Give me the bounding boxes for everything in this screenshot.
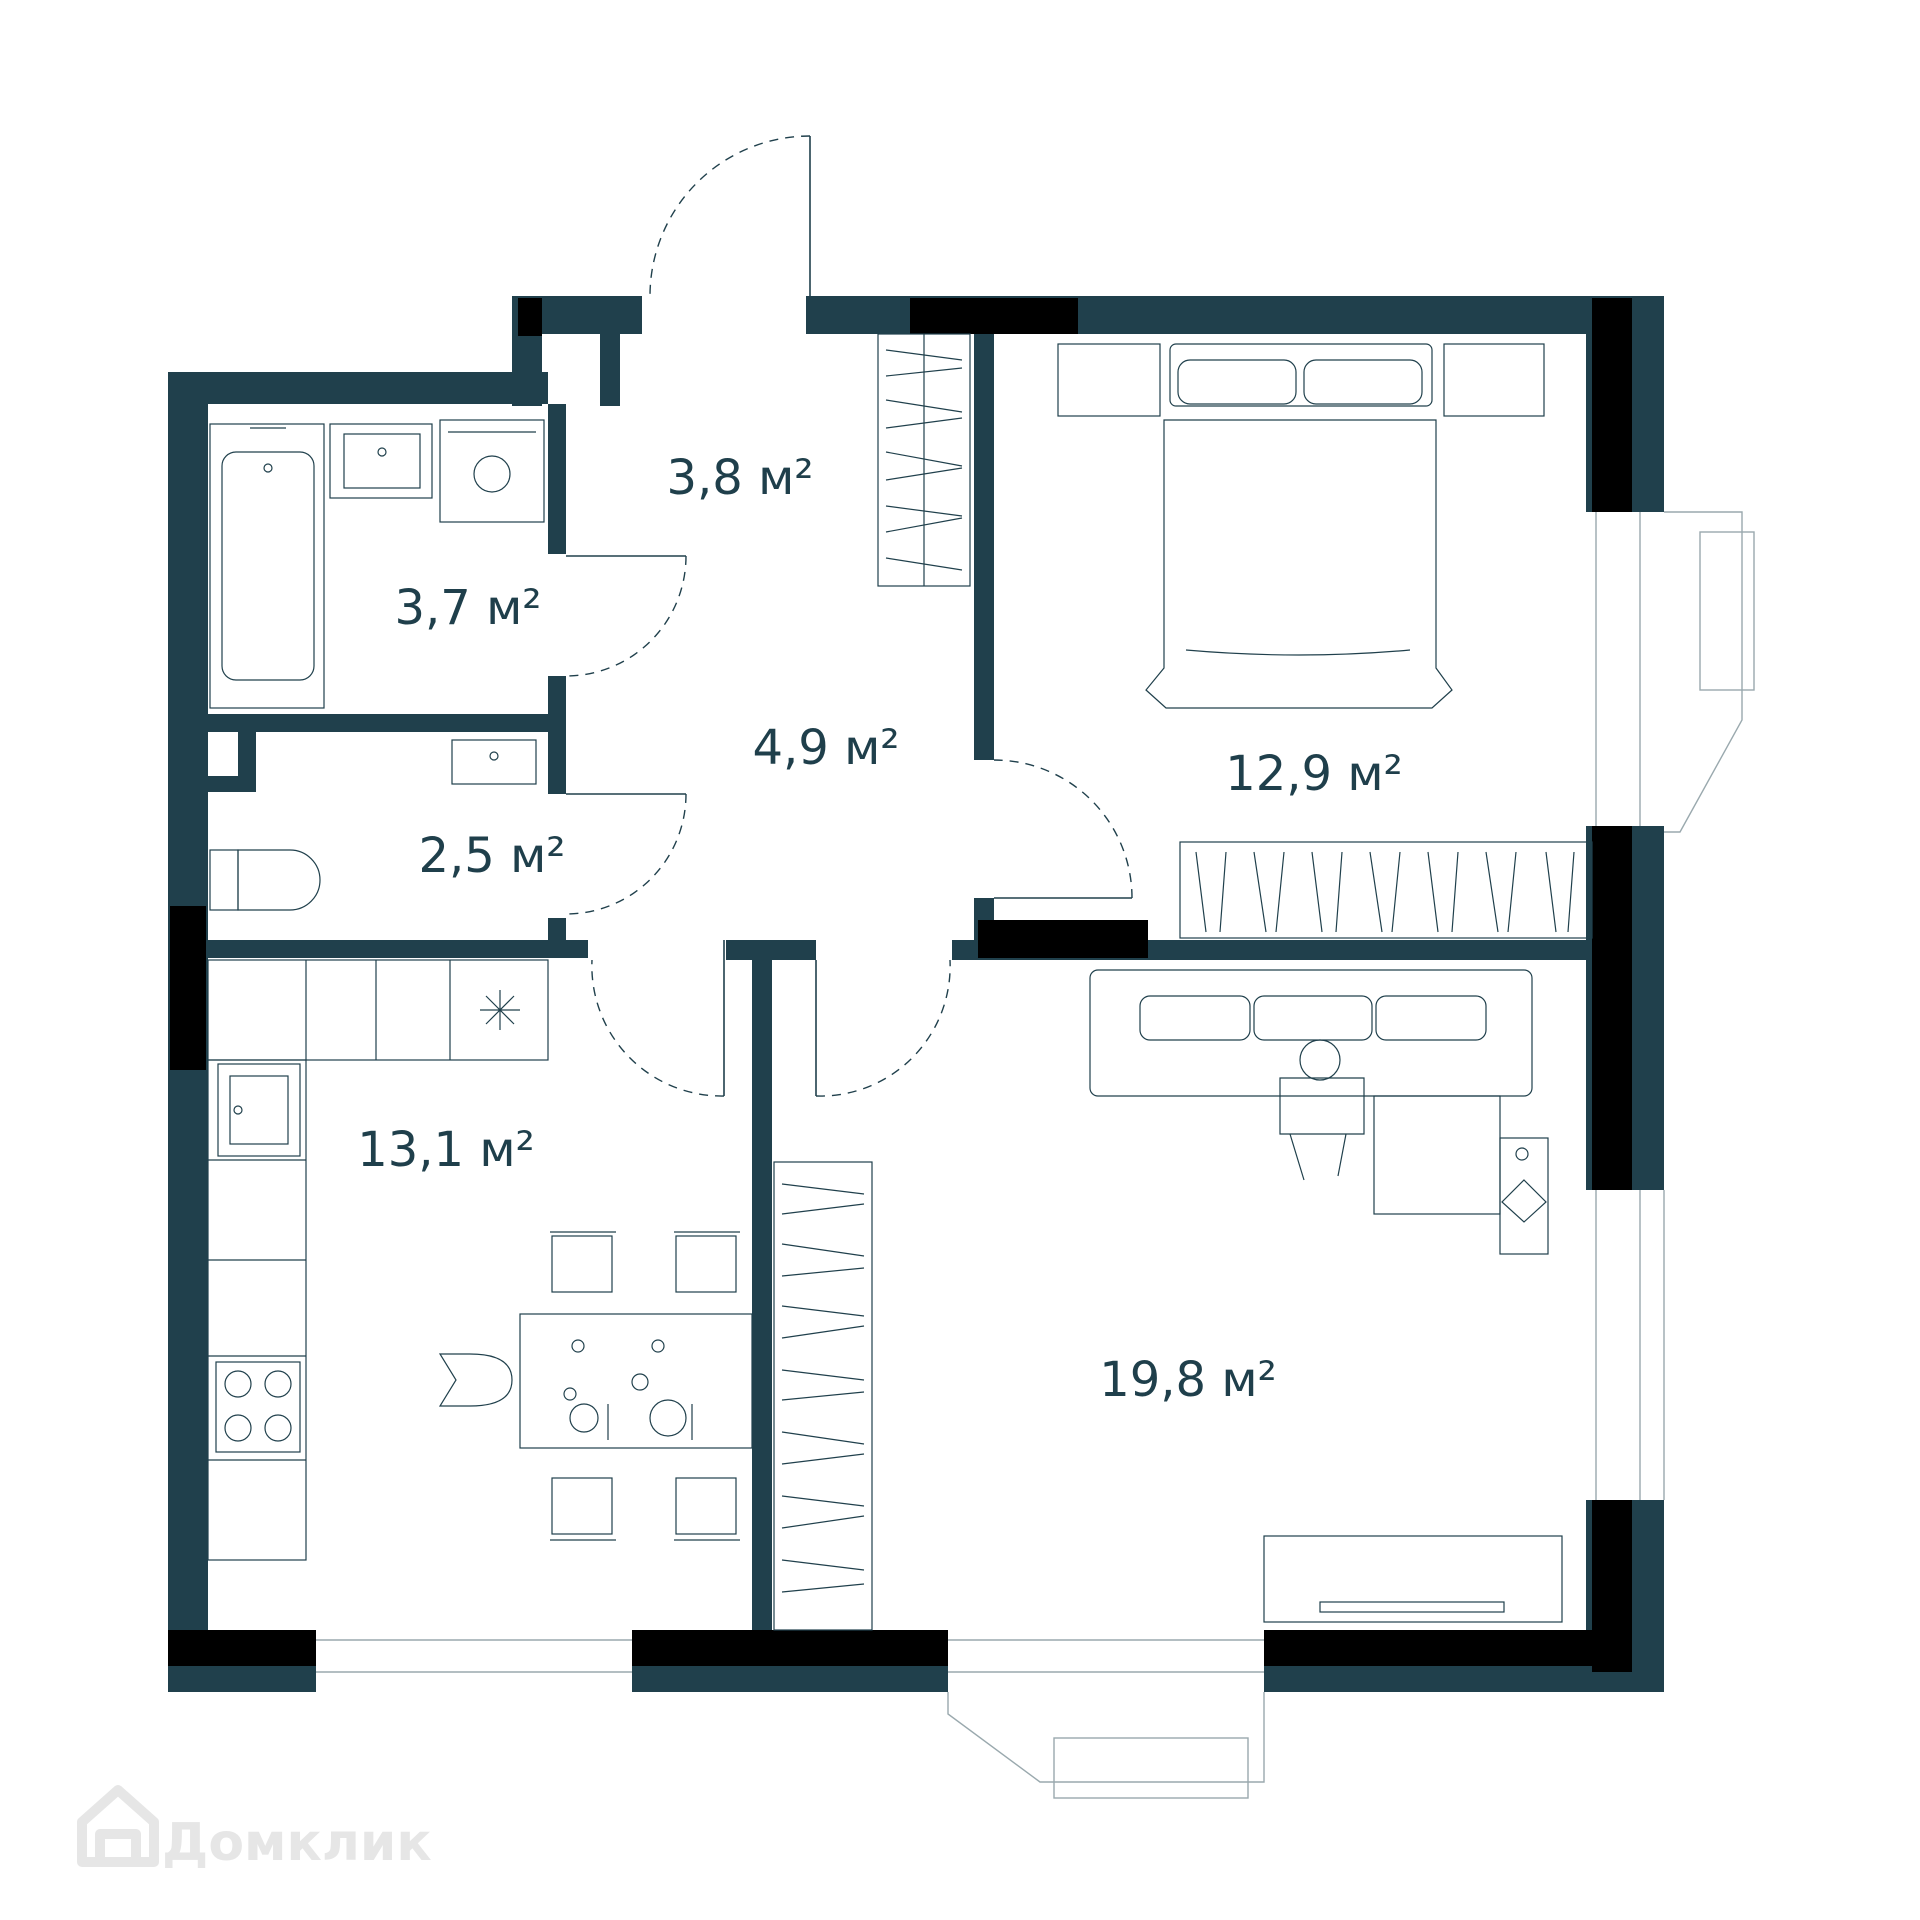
columns: [168, 298, 1632, 1672]
side-table: [1499, 1137, 1549, 1255]
wc-sink: [451, 739, 537, 785]
room-area-kitchen: 13,1 м²: [357, 1122, 535, 1178]
room-labels: 3,8 м² 3,7 м² 4,9 м² 12,9 м² 2,5 м² 13,1…: [357, 450, 1403, 1408]
kitchen-sink: [217, 1063, 301, 1157]
watermark: Домклик: [77, 1785, 432, 1873]
washing-machine: [439, 419, 545, 523]
watermark-text: Домклик: [162, 1813, 432, 1873]
bathtub: [209, 423, 325, 709]
room-area-wc: 2,5 м²: [418, 828, 565, 884]
sofa: [1089, 969, 1533, 1215]
bedroom-wardrobe: [1179, 841, 1593, 939]
toilet: [209, 849, 321, 911]
extractor-icon: [480, 990, 520, 1030]
room-area-bedroom: 12,9 м²: [1225, 746, 1403, 802]
room-area-vestibule: 3,8 м²: [666, 450, 813, 506]
bathroom-sink: [329, 423, 433, 499]
house-logo-icon: [77, 1785, 159, 1867]
windows: [316, 511, 1755, 1799]
hall-wardrobe: [877, 333, 971, 587]
room-area-bathroom: 3,7 м²: [394, 580, 541, 636]
bed: [1145, 343, 1453, 709]
room-area-living: 19,8 м²: [1099, 1352, 1277, 1408]
dining-chairs: [438, 1231, 740, 1541]
living-wardrobe: [773, 1161, 873, 1631]
kitchen-counter: [207, 959, 549, 1561]
nightstand-left: [1057, 343, 1161, 417]
doors: [565, 135, 1133, 1097]
nightstand-right: [1443, 343, 1545, 417]
person-figure: [1279, 1039, 1365, 1181]
tv-unit: [1263, 1535, 1563, 1623]
stove: [215, 1361, 301, 1453]
walls: [168, 296, 1664, 1692]
room-area-hall: 4,9 м²: [752, 720, 899, 776]
dining-table: [519, 1313, 753, 1449]
